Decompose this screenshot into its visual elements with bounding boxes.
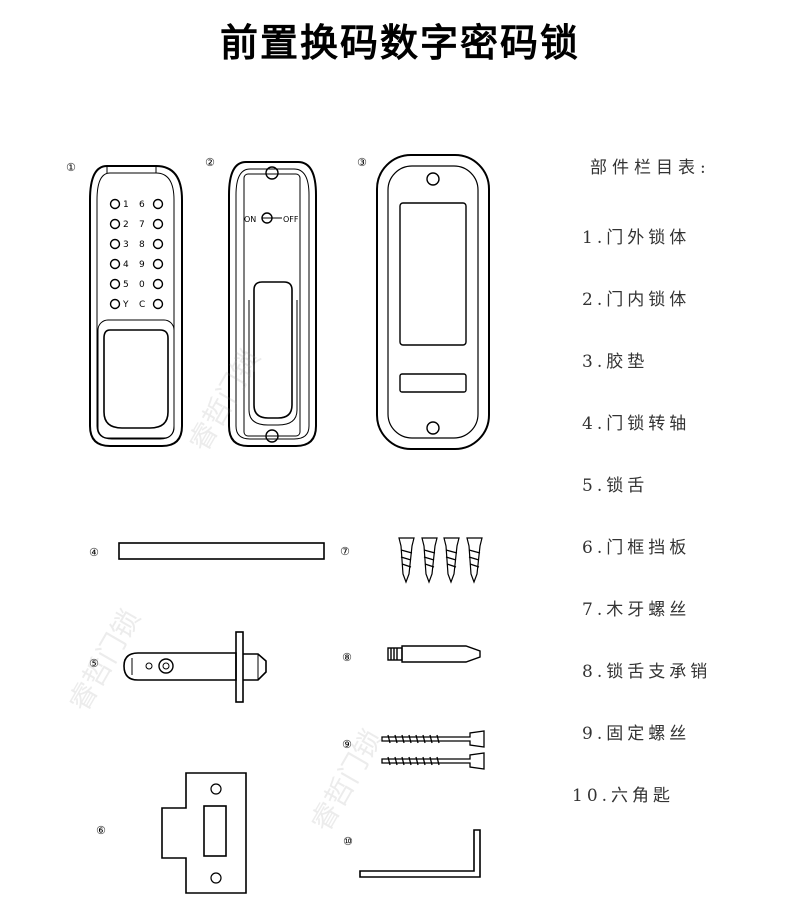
figure-number-2: ② [205, 156, 215, 169]
parts-list-item: 3.胶垫 [582, 352, 649, 372]
key-label: C [139, 300, 145, 310]
key-label: 2 [123, 220, 129, 230]
hex-key [359, 829, 481, 878]
switch-on-label: ON [244, 215, 256, 224]
figure-number-5: ⑤ [89, 657, 99, 670]
figure-number-6: ⑥ [96, 824, 106, 837]
figure-number-4: ④ [89, 546, 99, 559]
wood-screws [398, 537, 483, 584]
switch-off-label: OFF [283, 215, 299, 224]
outer-lock-body: 1 2 3 4 5 Y 6 7 8 9 0 C [89, 165, 183, 447]
figure-number-7: ⑦ [340, 545, 350, 558]
figure-number-10: ⑩ [343, 835, 353, 848]
latch-bolt [123, 631, 267, 703]
parts-list-item: 1.门外锁体 [582, 228, 691, 248]
key-label: 3 [123, 240, 129, 250]
key-label: Y [122, 300, 129, 310]
figure-number-8: ⑧ [342, 651, 352, 664]
latch-support-pin [387, 645, 481, 663]
key-label: 5 [123, 280, 129, 290]
page-title: 前置换码数字密码锁 [219, 21, 580, 65]
key-label: 0 [139, 280, 145, 290]
parts-list-item: 10.六角匙 [572, 786, 675, 806]
parts-list-item: 2.门内锁体 [582, 290, 691, 310]
spindle-bar [118, 542, 325, 560]
parts-list-item: 8.锁舌支承销 [582, 662, 712, 682]
key-label: 9 [139, 260, 145, 270]
parts-list-header: 部件栏目表: [590, 158, 711, 178]
parts-list-item: 4.门锁转轴 [582, 414, 691, 434]
figure-number-3: ③ [357, 156, 367, 169]
key-label: 1 [123, 200, 129, 210]
key-label: 7 [139, 220, 145, 230]
key-label: 6 [139, 200, 145, 210]
inner-lock-body: ON OFF [228, 161, 317, 447]
parts-list-item: 5.锁舌 [582, 476, 649, 496]
rubber-gasket [376, 154, 490, 450]
key-label: 4 [123, 260, 129, 270]
fixing-screws [381, 730, 485, 770]
parts-list-item: 7.木牙螺丝 [582, 600, 691, 620]
parts-list-item: 6.门框挡板 [582, 538, 691, 558]
figure-number-9: ⑨ [342, 738, 352, 751]
parts-list-item: 9.固定螺丝 [582, 724, 691, 744]
figure-number-1: ① [66, 161, 76, 174]
strike-plate [161, 772, 247, 894]
key-label: 8 [139, 240, 145, 250]
